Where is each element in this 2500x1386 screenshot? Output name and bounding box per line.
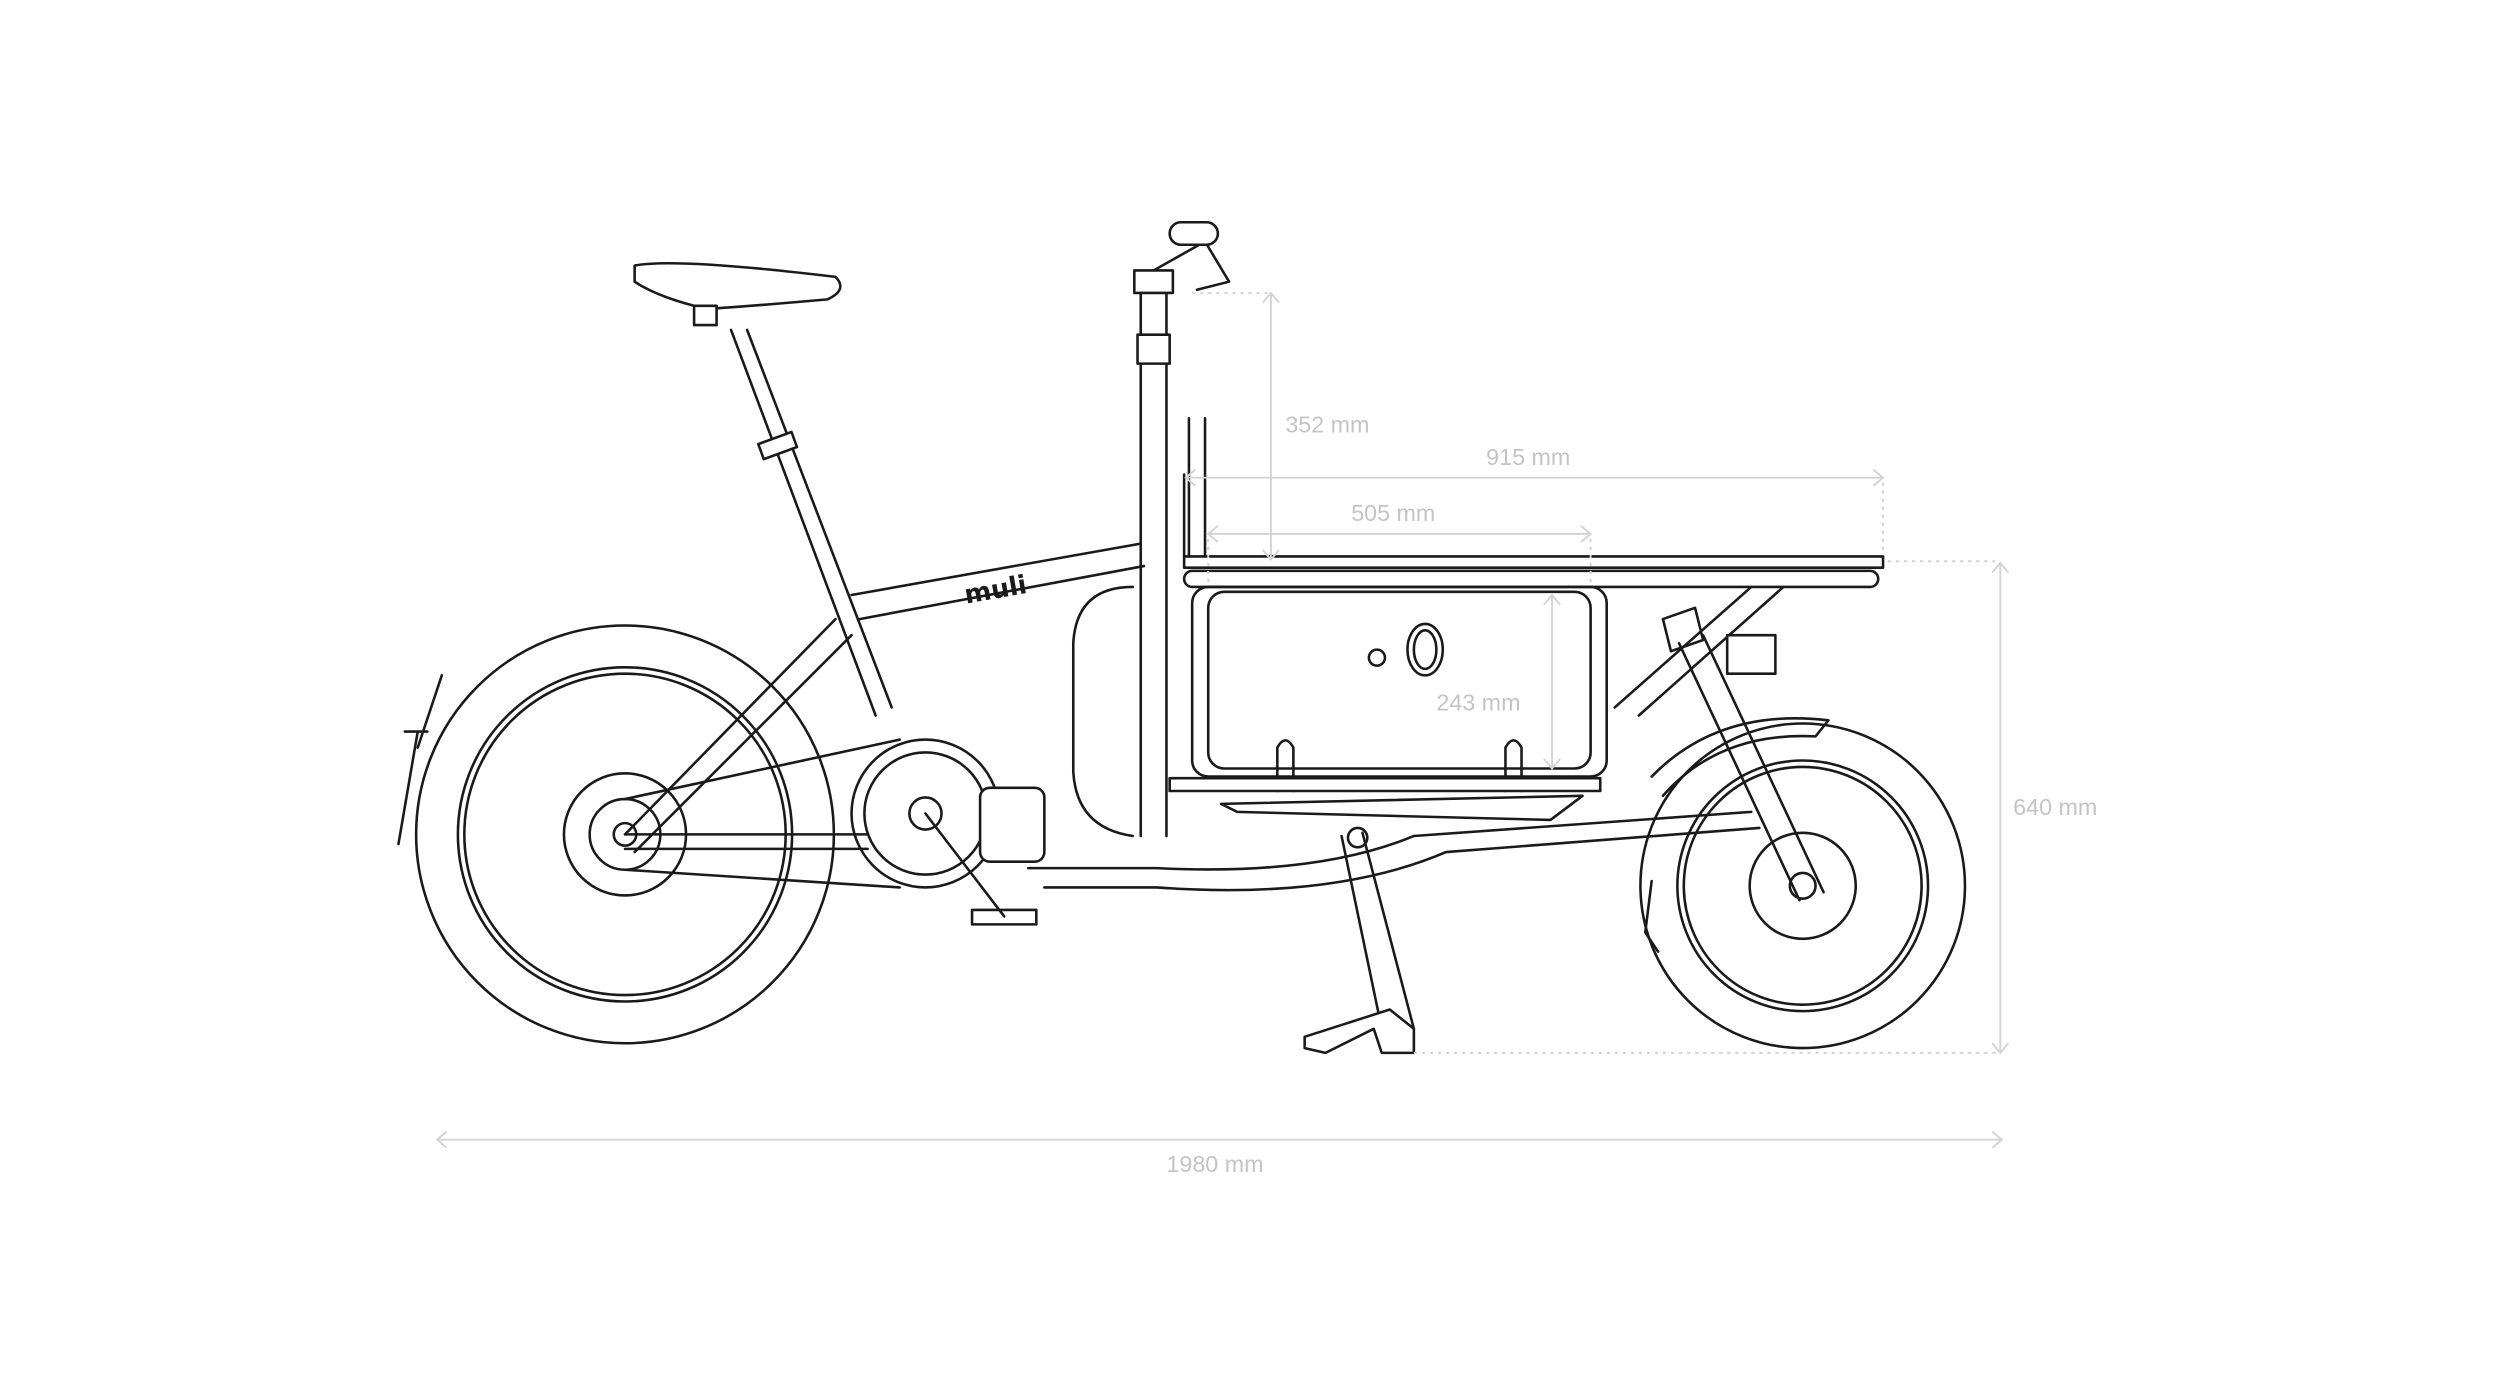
label-243mm: 243 mm [1436,690,1520,716]
label-352mm: 352 mm [1285,412,1369,438]
drivetrain [623,738,1046,926]
dimension-total-length: 1980 mm [435,1130,2004,1177]
front-wheel [1639,717,1967,1050]
brand-logo: muli [962,570,1029,610]
dimension-box-height: 243 mm [1436,593,1561,771]
saddle [633,261,842,461]
label-505mm: 505 mm [1351,500,1435,526]
handlebar [1133,220,1231,295]
dimension-deck-height: 640 mm [1413,560,2097,1055]
battery-bag [1071,585,1134,838]
dimension-deck-length: 915 mm [1184,444,1885,555]
label-640mm: 640 mm [2013,794,2097,820]
label-915mm: 915 mm [1486,444,1570,470]
kickstand [1303,826,1416,1055]
dimension-handlebar-height: 352 mm [1192,291,1369,562]
label-1980mm: 1980 mm [1166,1151,1263,1177]
frame [623,288,1825,902]
cargo-box [1168,416,1885,822]
